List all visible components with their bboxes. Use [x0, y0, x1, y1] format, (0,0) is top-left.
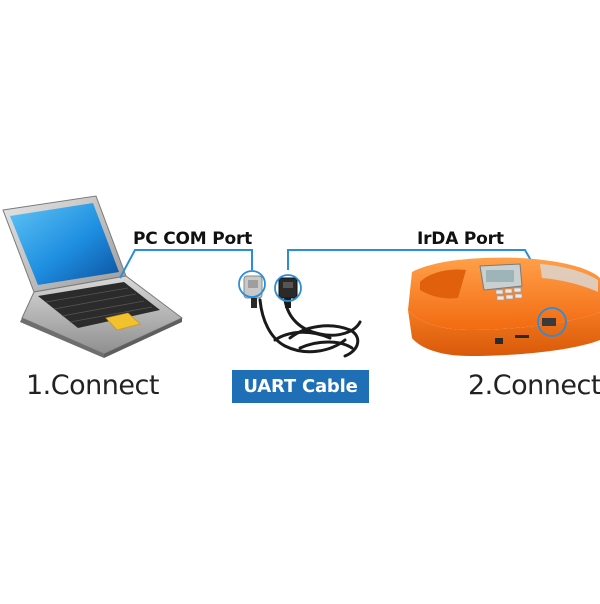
connector-icon — [274, 274, 302, 308]
orange-device-icon — [408, 257, 600, 356]
pc-com-port-line — [119, 249, 253, 279]
connector-icon — [238, 270, 266, 308]
step-1-label: 1.Connect — [26, 370, 159, 401]
uart-cable-badge: UART Cable — [232, 370, 369, 403]
uart-cable-icon — [238, 270, 362, 358]
irda-port-label: IrDA Port — [417, 229, 504, 249]
pc-com-port-label: PC COM Port — [133, 229, 253, 249]
step-2-label: 2.Connect — [468, 370, 600, 401]
laptop-icon — [2, 195, 183, 358]
